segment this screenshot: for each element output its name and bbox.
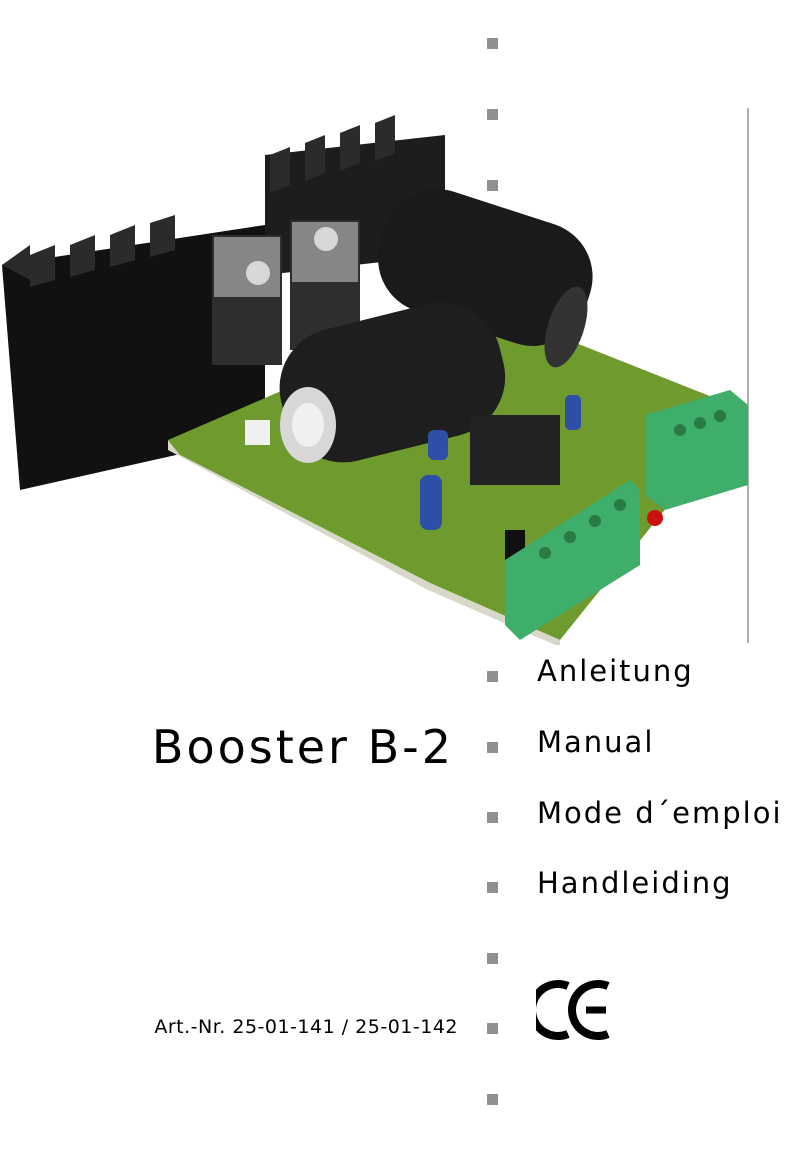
bullet-square — [487, 109, 498, 120]
bullet-square — [487, 180, 498, 191]
bullet-square — [487, 742, 498, 753]
bullet-square — [487, 953, 498, 964]
product-photo — [2, 115, 748, 645]
article-number: Art.-Nr. 25-01-141 / 25-01-142 — [154, 1016, 458, 1038]
bullet-square — [487, 1094, 498, 1105]
ce-mark-icon — [536, 980, 610, 1040]
menu-item-mode-demploi: Mode d´emploi — [537, 796, 783, 830]
vertical-divider — [747, 108, 749, 643]
bullet-square — [487, 38, 498, 49]
bullet-square — [487, 882, 498, 893]
bullet-square — [487, 1023, 498, 1034]
menu-item-manual: Manual — [537, 725, 655, 759]
document-title: Booster B-2 — [151, 720, 454, 774]
bullet-square — [487, 812, 498, 823]
menu-item-anleitung: Anleitung — [537, 654, 694, 688]
menu-item-handleiding: Handleiding — [537, 866, 733, 900]
bullet-square — [487, 671, 498, 682]
